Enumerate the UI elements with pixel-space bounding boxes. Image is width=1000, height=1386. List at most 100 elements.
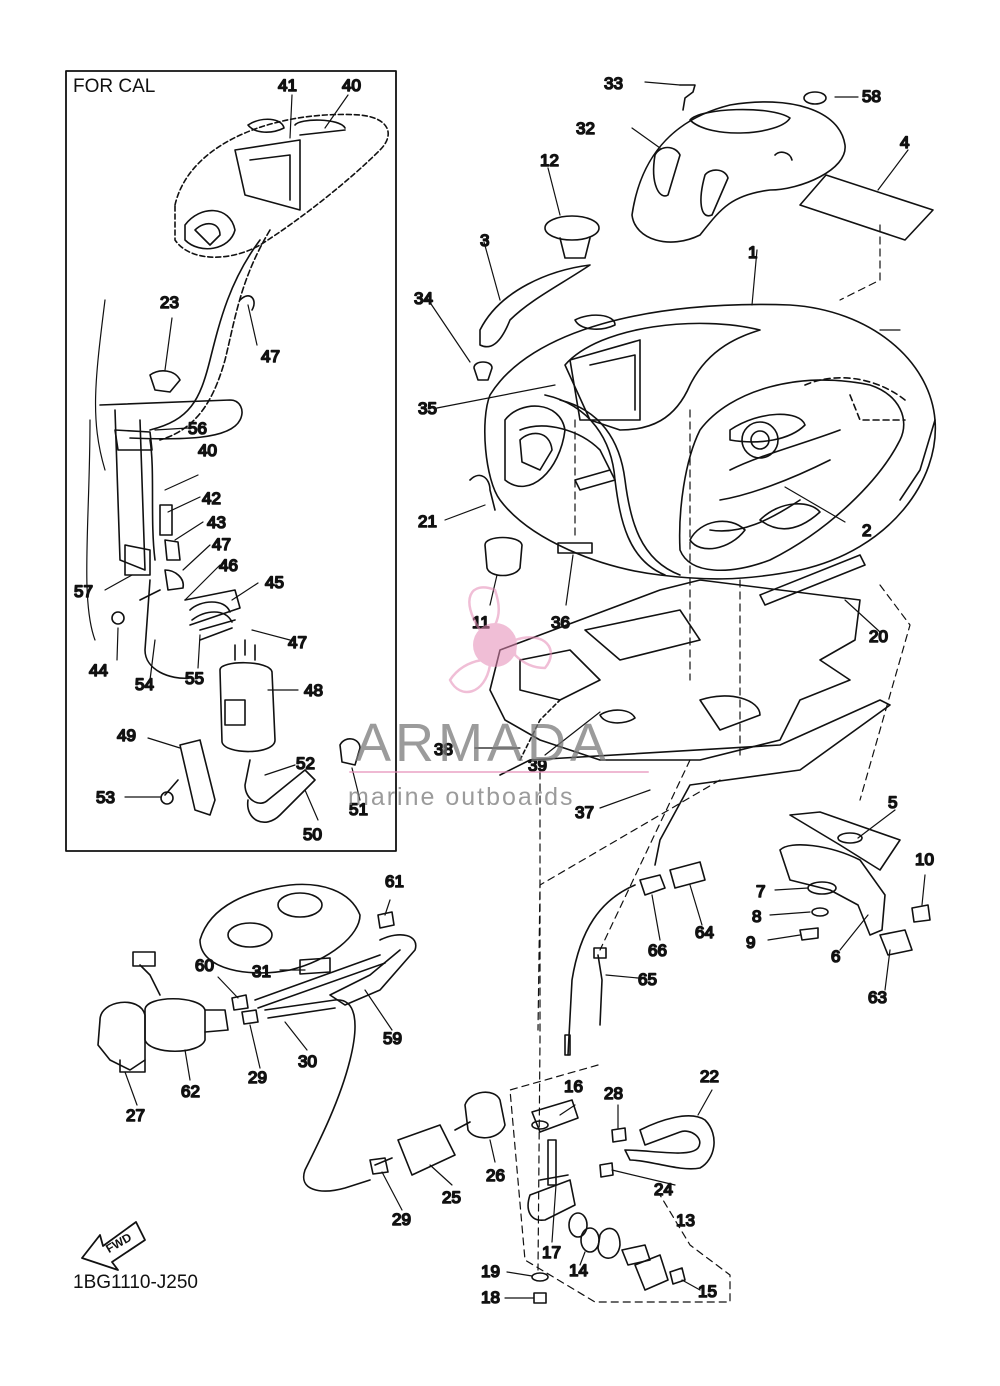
callout-label: 16 — [564, 1077, 583, 1096]
inset-title: FOR CAL — [73, 76, 156, 97]
callout-label: 56 — [188, 419, 207, 438]
callout-label: 5 — [888, 793, 897, 812]
pump-cover — [97, 1001, 146, 1071]
washer-19 — [531, 1272, 549, 1282]
callout-label: 41 — [278, 76, 297, 95]
fwd-arrow — [81, 1221, 146, 1271]
fuel-cock — [527, 1099, 686, 1304]
callout-label: 29 — [392, 1210, 411, 1229]
hose-22 — [624, 1115, 715, 1170]
nut-63 — [879, 929, 913, 956]
damper-20b — [574, 469, 616, 491]
callout-label: 66 — [648, 941, 667, 960]
callout-label: 50 — [303, 825, 322, 844]
damper-20 — [759, 554, 866, 606]
callout-label: 22 — [700, 1067, 719, 1086]
callout-label: 65 — [638, 970, 657, 989]
tank-cover — [631, 91, 846, 243]
main-leaders — [124, 81, 926, 1299]
callout-label: 48 — [304, 681, 323, 700]
bracket-37 — [499, 699, 891, 866]
callout-label: 3 — [480, 231, 489, 250]
dashed-guides — [509, 224, 911, 1303]
callout-label: 30 — [298, 1052, 317, 1071]
label-4 — [799, 174, 934, 241]
callout-label: 40 — [342, 76, 361, 95]
throttle-body — [199, 883, 361, 974]
callout-label: 38 — [434, 740, 453, 759]
callout-label: 8 — [752, 907, 761, 926]
bolt-10 — [911, 904, 931, 923]
damper-34 — [473, 361, 493, 381]
callout-label: 28 — [604, 1084, 623, 1103]
bolt-9 — [799, 927, 819, 941]
callout-label: 40 — [198, 441, 217, 460]
callout-label: 27 — [126, 1106, 145, 1125]
callout-label: 23 — [160, 293, 179, 312]
filter-26 — [464, 1091, 506, 1139]
watermark-blade — [448, 658, 492, 694]
holder-31 — [299, 957, 331, 975]
watermark-tagline: marine outboards — [348, 783, 575, 811]
callout-label: 7 — [756, 882, 765, 901]
fuel-tank — [484, 303, 937, 580]
callout-label: 55 — [185, 669, 204, 688]
callout-label: 46 — [219, 556, 238, 575]
callout-label: 36 — [551, 613, 570, 632]
filter-25 — [397, 1124, 456, 1176]
bolt-33 — [679, 84, 696, 111]
damper-11 — [484, 536, 523, 577]
fuel-cap — [544, 215, 600, 241]
callout-label: 54 — [135, 675, 154, 694]
bracket-5 — [789, 811, 901, 871]
callout-labels: 1 2 3 4 5 6 7 8 9 10 11 12 13 14 15 16 1… — [73, 73, 935, 1308]
callout-label: 4 — [900, 133, 909, 152]
callout-label: 26 — [486, 1166, 505, 1185]
plate-13 — [634, 1254, 669, 1291]
gasket-14 — [580, 1227, 600, 1253]
pad-36 — [557, 542, 593, 554]
hose-59-top — [254, 954, 386, 1009]
callout-label: 9 — [746, 933, 755, 952]
clip-28 — [611, 1127, 627, 1143]
watermark-hub — [473, 623, 517, 667]
plate-16 — [531, 1099, 579, 1133]
fuel-pump — [144, 997, 206, 1053]
callout-label: 33 — [604, 74, 623, 93]
o-ring-17 — [568, 1212, 588, 1238]
callout-label: 32 — [576, 119, 595, 138]
screw-18 — [533, 1292, 547, 1304]
callout-label: 24 — [654, 1180, 673, 1199]
inset-leaders — [104, 94, 361, 821]
callout-label: 44 — [89, 661, 108, 680]
callout-label: 10 — [915, 850, 934, 869]
callout-label: 53 — [96, 788, 115, 807]
callout-label: 60 — [195, 956, 214, 975]
hose-30 — [264, 999, 371, 1192]
callout-label: 45 — [265, 573, 284, 592]
clip-60 — [231, 994, 249, 1011]
clip-29a — [241, 1009, 259, 1025]
cable-66 — [567, 884, 636, 1056]
hose-59 — [329, 934, 417, 1006]
callout-label: 17 — [542, 1243, 561, 1262]
callout-label: 63 — [868, 988, 887, 1007]
callout-label: 49 — [117, 726, 136, 745]
watermark-logo — [448, 586, 552, 694]
callout-label: 20 — [869, 627, 888, 646]
callout-label: 14 — [569, 1261, 588, 1280]
hose-21 — [469, 474, 496, 511]
callout-label: 34 — [414, 289, 433, 308]
clip-29b — [369, 1157, 389, 1175]
callout-label: 61 — [385, 872, 404, 891]
callout-label: 52 — [296, 754, 315, 773]
callout-label: 62 — [181, 1082, 200, 1101]
bracket-6 — [779, 844, 886, 936]
callout-label: 47 — [212, 535, 231, 554]
callout-label: 64 — [695, 923, 714, 942]
watermark-brand: ARMADA — [355, 713, 611, 773]
callout-label: 47 — [261, 347, 280, 366]
watermark-blade — [468, 586, 500, 632]
